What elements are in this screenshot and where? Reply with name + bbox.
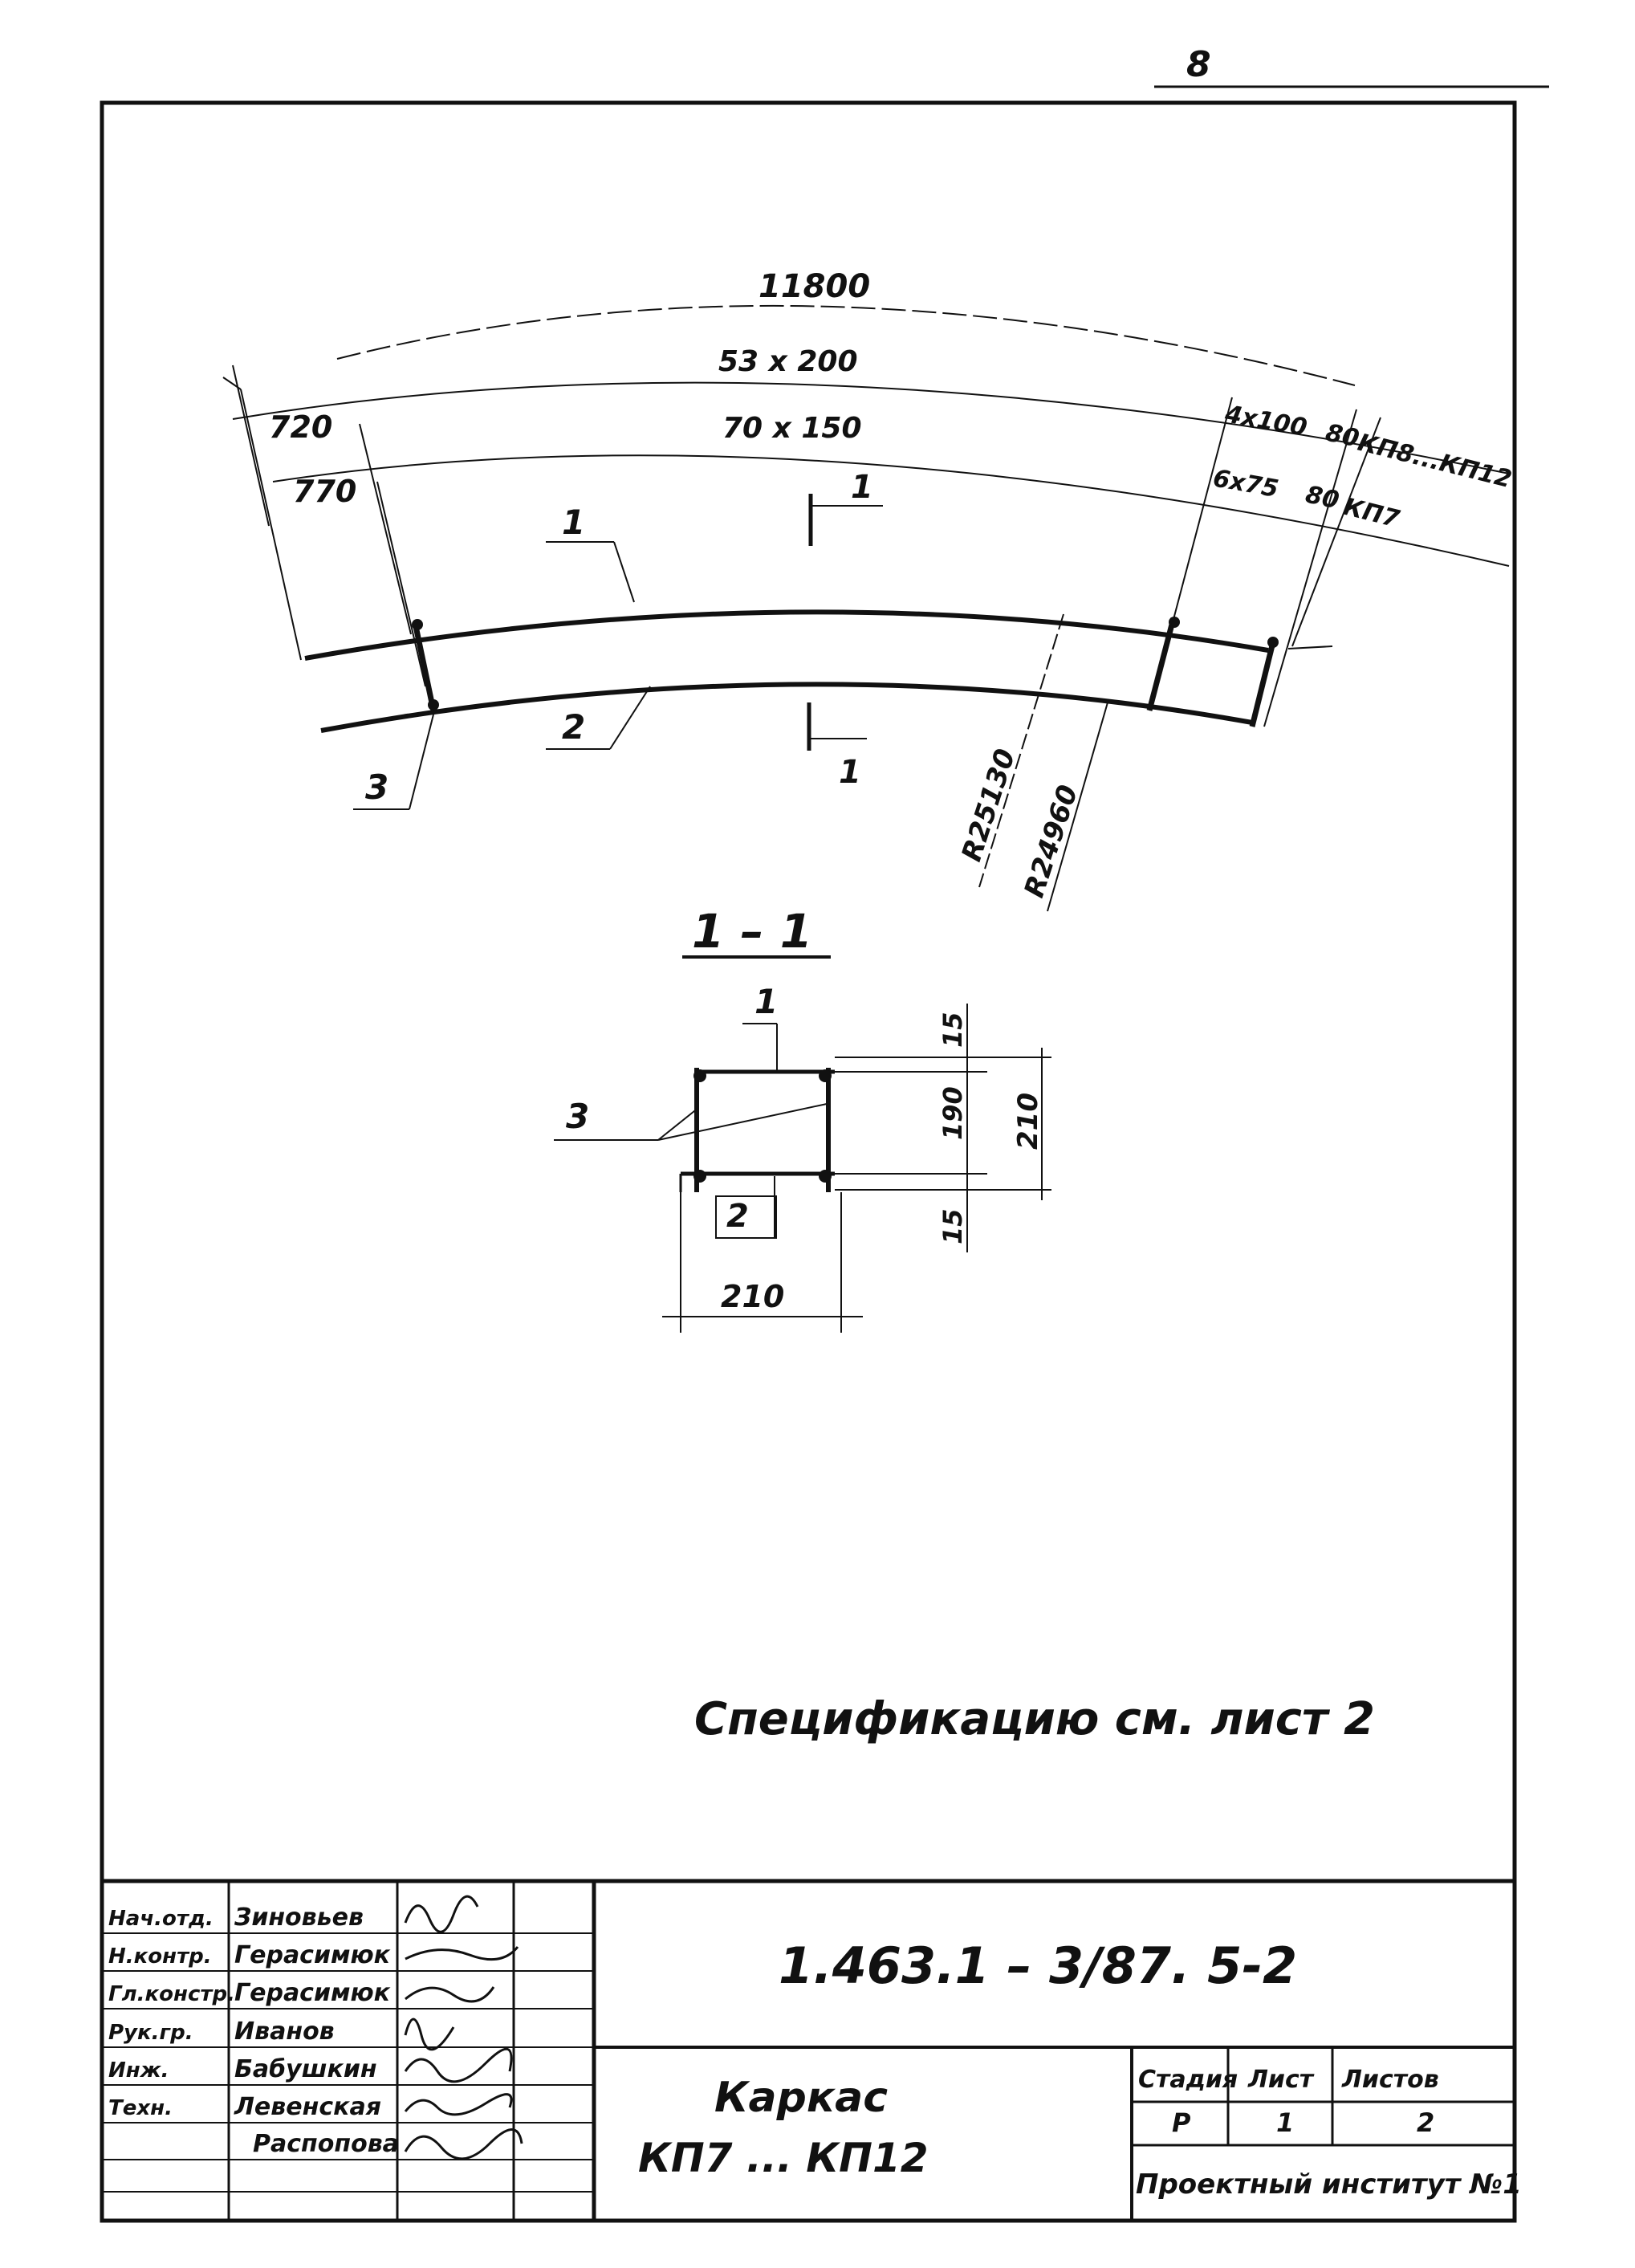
leader-3: 3 xyxy=(365,768,388,807)
sheet-header: Лист xyxy=(1247,2066,1315,2094)
leader-2: 2 xyxy=(562,707,585,747)
section-view: 1 – 1 1 2 3 15 190 15 210 xyxy=(554,904,1051,1333)
section-title: 1 – 1 xyxy=(692,904,812,959)
dim-row2-main: 70 x 150 xyxy=(722,412,862,445)
role-4: Инж. xyxy=(108,2058,169,2083)
title-line1: Каркас xyxy=(714,2074,888,2122)
name-2: Герасимюк xyxy=(234,1979,391,2007)
role-0: Нач.отд. xyxy=(108,1907,214,1931)
name-1: Герасимюк xyxy=(234,1941,391,1969)
dim-left-row1: 720 xyxy=(269,409,332,445)
dim-right-row1-spacing: 4x100 xyxy=(1222,400,1309,442)
role-2: Гл.констр. xyxy=(108,1982,235,2006)
section-label-3: 3 xyxy=(566,1097,589,1136)
dim-arc-row1 xyxy=(232,381,1510,474)
organization: Проектный институт №1 xyxy=(1136,2168,1522,2201)
dim-arc-row2 xyxy=(272,454,1510,567)
radius-inner: R24960 xyxy=(1019,781,1085,902)
sheets-header: Листов xyxy=(1341,2066,1439,2094)
sheets-value: 2 xyxy=(1417,2107,1434,2138)
rod-1 xyxy=(304,609,1269,661)
dim-total-label: 11800 xyxy=(759,268,870,305)
sheet-value: 1 xyxy=(1276,2107,1294,2138)
rod-2 xyxy=(320,682,1253,733)
dim-row1-main: 53 x 200 xyxy=(718,345,858,378)
signatures xyxy=(404,1895,523,2160)
role-3: Рук.гр. xyxy=(108,2021,193,2045)
radius-outer: R25130 xyxy=(956,745,1023,865)
dim-arc-total xyxy=(336,304,1356,386)
dim-right-row1-mark: КП8...КП12 xyxy=(1355,429,1515,494)
section-mark-top: 1 xyxy=(851,469,873,506)
title-block: Нач.отд. Н.контр. Гл.констр. Рук.гр. Инж… xyxy=(102,1879,1522,2221)
name-5: Левенская xyxy=(234,2093,381,2121)
section-dim-width: 210 xyxy=(721,1279,784,1314)
stage-value: Р xyxy=(1172,2107,1191,2138)
dim-right-row2-mark: КП7 xyxy=(1340,493,1402,534)
title-line2: КП7 ... КП12 xyxy=(638,2135,929,2181)
name-6: Распопова xyxy=(253,2130,399,2158)
name-0: Зиновьев xyxy=(234,1904,364,1932)
section-label-1: 1 xyxy=(754,982,778,1021)
page-number: 8 xyxy=(1186,44,1211,85)
stage-header: Стадия xyxy=(1138,2066,1238,2094)
section-dim-height: 210 xyxy=(1012,1093,1044,1150)
role-5: Техн. xyxy=(108,2096,173,2120)
section-dim-bottom: 15 xyxy=(937,1208,968,1244)
dim-right-row2-end: 80 xyxy=(1303,481,1341,515)
name-3: Иванов xyxy=(234,2018,335,2046)
name-4: Бабушкин xyxy=(234,2055,377,2083)
specification-note: Спецификацию см. лист 2 xyxy=(694,1693,1375,1745)
section-dim-top: 15 xyxy=(937,1012,968,1048)
dim-left-row2: 770 xyxy=(293,474,356,509)
dim-right-row1-end: 80 xyxy=(1323,419,1361,454)
drawing-frame xyxy=(100,100,1517,2223)
dim-right-row2-spacing: 6x75 xyxy=(1211,464,1281,503)
section-mark-bottom: 1 xyxy=(839,754,861,791)
role-1: Н.контр. xyxy=(108,1944,212,1969)
doc-code: 1.463.1 – 3/87. 5-2 xyxy=(779,1936,1297,1995)
plan-view: 11800 53 x 200 70 x 150 720 770 4x100 80… xyxy=(222,268,1515,912)
section-dim-middle: 190 xyxy=(937,1086,968,1140)
section-label-2: 2 xyxy=(726,1198,749,1235)
leader-1: 1 xyxy=(562,503,585,542)
